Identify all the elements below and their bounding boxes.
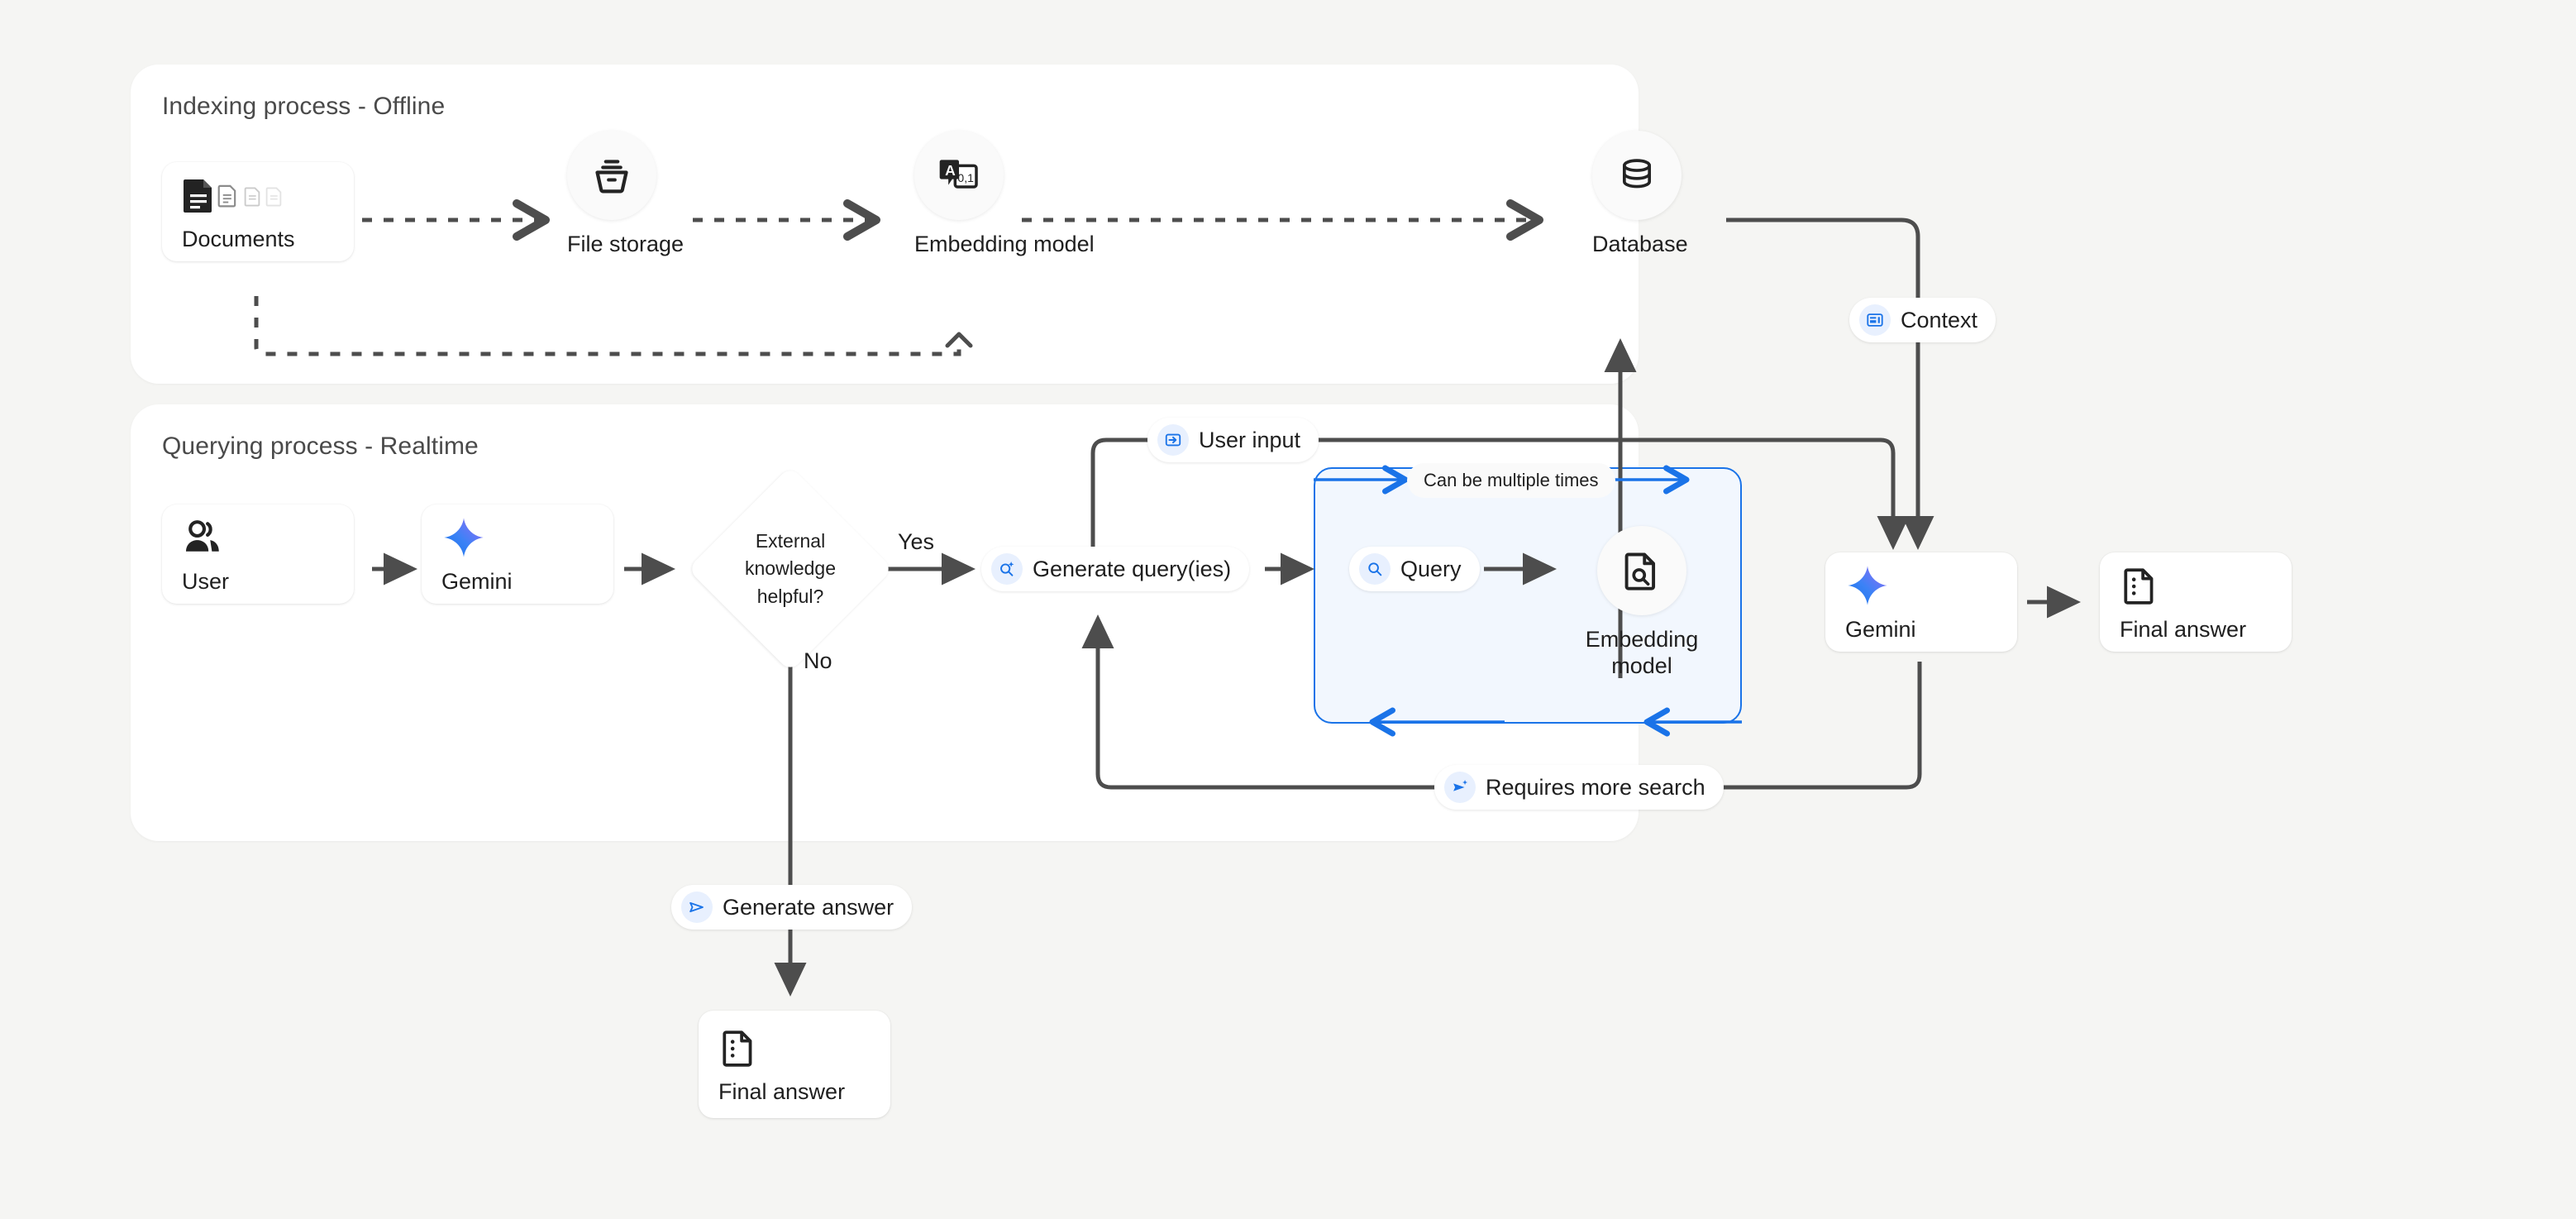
node-gemini-answer[interactable]: Gemini	[1825, 552, 2017, 652]
chip-context[interactable]: Context	[1849, 298, 1996, 342]
node-decision-label: External knowledge helpful?	[718, 496, 863, 642]
svg-text:A: A	[945, 162, 956, 179]
chip-generate-answer-label: Generate answer	[723, 895, 894, 920]
node-final-answer-bottom-label: Final answer	[718, 1079, 890, 1105]
node-final-answer-bottom[interactable]: Final answer	[699, 1011, 890, 1118]
node-decision-external-knowledge[interactable]: External knowledge helpful?	[718, 496, 863, 642]
chip-requires-more-search[interactable]: Requires more search	[1434, 765, 1724, 810]
node-embedding-model-index[interactable]: 0,1 A Embedding model	[914, 131, 1004, 258]
chip-query-label: Query	[1400, 557, 1462, 582]
node-file-storage-label: File storage	[567, 232, 656, 258]
node-final-answer-right[interactable]: Final answer	[2100, 552, 2292, 652]
send-sparkle-icon	[1444, 772, 1476, 803]
gemini-sparkle-icon	[1845, 562, 2017, 609]
chip-query[interactable]: Query	[1349, 547, 1480, 591]
node-documents[interactable]: Documents	[162, 162, 354, 261]
svg-text:0,1: 0,1	[957, 171, 974, 184]
database-icon	[1592, 131, 1682, 220]
gemini-sparkle-icon	[441, 514, 613, 561]
node-gemini-answer-label: Gemini	[1845, 617, 2017, 643]
user-icon	[182, 514, 354, 561]
chip-can-be-multiple-times-label: Can be multiple times	[1424, 470, 1599, 491]
node-gemini[interactable]: Gemini	[422, 504, 613, 604]
documents-icon	[182, 172, 354, 218]
search-icon	[1359, 553, 1391, 585]
node-embedding-model-query-label: Embedding model	[1576, 627, 1708, 680]
final-answer-icon	[718, 1025, 890, 1071]
node-documents-label: Documents	[182, 227, 354, 252]
final-answer-icon	[2120, 562, 2292, 609]
document-search-icon	[1597, 526, 1686, 615]
file-storage-icon	[567, 131, 656, 220]
node-database-label: Database	[1592, 232, 1682, 258]
node-file-storage[interactable]: File storage	[567, 131, 656, 258]
node-embedding-model-query[interactable]: Embedding model	[1576, 526, 1708, 680]
node-gemini-label: Gemini	[441, 569, 613, 595]
search-sparkle-icon	[991, 553, 1023, 585]
chip-generate-queries[interactable]: Generate query(ies)	[981, 547, 1249, 591]
edge-label-no: No	[804, 648, 832, 674]
chip-generate-queries-label: Generate query(ies)	[1033, 557, 1231, 582]
send-outline-icon	[681, 892, 713, 923]
chip-can-be-multiple-times: Can be multiple times	[1407, 463, 1615, 498]
node-user-label: User	[182, 569, 354, 595]
chip-requires-more-search-label: Requires more search	[1486, 775, 1705, 801]
node-user[interactable]: User	[162, 504, 354, 604]
panel-indexing-title: Indexing process - Offline	[162, 93, 445, 121]
panel-querying-title: Querying process - Realtime	[162, 433, 479, 461]
node-database[interactable]: Database	[1592, 131, 1682, 258]
node-embedding-model-index-label: Embedding model	[914, 232, 1004, 258]
chip-user-input-label: User input	[1199, 428, 1300, 453]
login-icon	[1157, 424, 1189, 456]
chip-generate-answer[interactable]: Generate answer	[671, 885, 912, 930]
chip-user-input[interactable]: User input	[1147, 418, 1319, 462]
chip-context-label: Context	[1901, 308, 1977, 333]
context-panel-icon	[1859, 304, 1891, 336]
embedding-model-icon: 0,1 A	[914, 131, 1004, 220]
node-final-answer-right-label: Final answer	[2120, 617, 2292, 643]
edge-label-yes: Yes	[898, 529, 934, 555]
panel-indexing-process: Indexing process - Offline	[131, 65, 1639, 384]
